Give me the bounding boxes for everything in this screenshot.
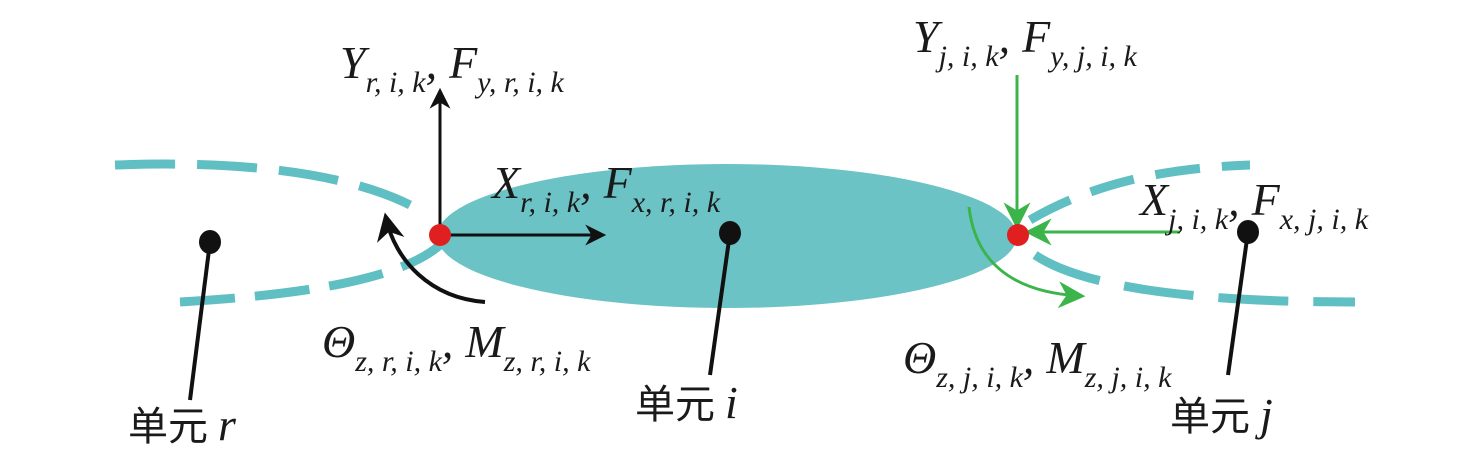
label-right-theta: Θz, j, i, k,Mz, j, i, k <box>903 332 1172 394</box>
label-symbol: M <box>1045 332 1087 383</box>
label-subscript: x, j, i, k <box>1279 203 1369 236</box>
element-j-outline-top <box>1027 160 1251 224</box>
label-separator: , <box>442 316 454 367</box>
label-right-x: Xj, i, k,Fx, j, i, k <box>1138 174 1369 236</box>
label-subscript: z, j, i, k <box>935 361 1023 394</box>
element-r-outline-top <box>114 159 413 210</box>
label-left-y: Yr, i, k,Fy, r, i, k <box>340 37 565 99</box>
label-subscript: r, i, k <box>520 186 581 219</box>
joint-node-right <box>1007 224 1029 246</box>
label-symbol: Y <box>340 37 370 88</box>
label-subscript: y, r, i, k <box>474 66 564 99</box>
label-symbol: Θ <box>322 316 355 367</box>
element-j-outline-bottom <box>1032 251 1356 307</box>
label-separator: , <box>580 157 592 208</box>
label-symbol: F <box>1021 11 1051 62</box>
label-subscript: z, r, i, k <box>503 345 591 378</box>
label-separator: , <box>999 11 1011 62</box>
center-node-j <box>1237 220 1259 244</box>
label-symbol: F <box>1251 174 1281 225</box>
joint-node-left <box>429 224 451 246</box>
label-subscript: r, i, k <box>366 66 427 99</box>
label-symbol: X <box>490 157 522 208</box>
label-subscript: z, r, i, k <box>354 345 442 378</box>
label-symbol: F <box>448 37 478 88</box>
leader-line-i <box>708 232 732 376</box>
label-symbol: Θ <box>903 332 936 383</box>
label-subscript: z, j, i, k <box>1084 361 1172 394</box>
center-node-r <box>199 230 221 254</box>
label-symbol: M <box>464 316 506 367</box>
label-separator: , <box>1023 332 1035 383</box>
arrow-rotation-left <box>377 212 486 304</box>
label-separator: , <box>1228 174 1240 225</box>
label-symbol: F <box>603 157 633 208</box>
arrow-rotation-right <box>967 206 1086 309</box>
label-left-x: Xr, i, k,Fx, r, i, k <box>490 157 721 219</box>
element-r-outline-bottom <box>179 241 443 307</box>
label-symbol: X <box>1138 174 1170 225</box>
label-subscript: j, i, k <box>1164 203 1229 236</box>
leader-line-j <box>1226 231 1250 376</box>
label-subscript: x, r, i, k <box>631 186 721 219</box>
leader-line-r <box>188 241 212 401</box>
label-subscript: y, j, i, k <box>1047 40 1137 73</box>
center-node-i <box>719 221 741 245</box>
label-subscript: j, i, k <box>935 40 1000 73</box>
label-right-y: Yj, i, k,Fy, j, i, k <box>913 11 1138 73</box>
label-symbol: Y <box>913 11 943 62</box>
label-left-theta: Θz, r, i, k,Mz, r, i, k <box>322 316 591 378</box>
label-separator: , <box>426 37 438 88</box>
